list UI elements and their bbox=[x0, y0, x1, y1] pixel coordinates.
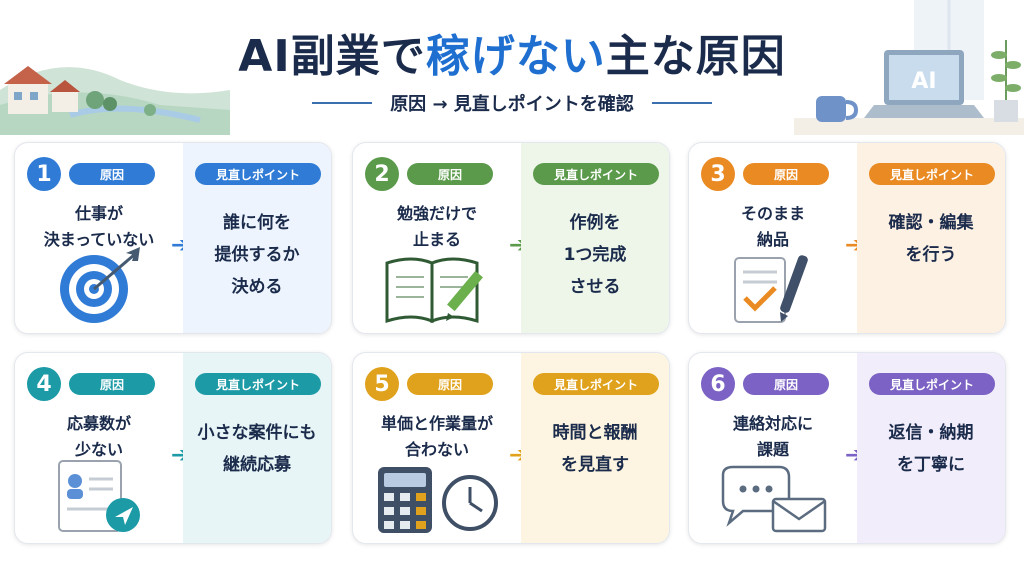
notebook-icon bbox=[353, 245, 521, 325]
card-number: 4 bbox=[27, 367, 61, 401]
solution-panel: 見直しポイント 作例を 1つ完成 させる bbox=[521, 143, 669, 333]
cause-label: 原因 bbox=[743, 373, 829, 395]
landscape-illustration bbox=[0, 66, 230, 135]
target-icon bbox=[15, 245, 183, 325]
card-number: 1 bbox=[27, 157, 61, 191]
solution-text: 返信・納期 を丁寧に bbox=[888, 423, 974, 475]
point-label: 見直しポイント bbox=[195, 373, 321, 395]
point-label: 見直しポイント bbox=[533, 163, 659, 185]
point-label: 見直しポイント bbox=[195, 163, 321, 185]
calculator-clock-icon bbox=[353, 455, 521, 535]
subtitle-row: 原因 → 見直しポイントを確認 bbox=[0, 90, 1024, 116]
cause-panel: 6 原因 連絡対応に 課題 bbox=[689, 353, 857, 543]
desk-illustration: AI bbox=[794, 0, 1024, 135]
card-number: 6 bbox=[701, 367, 735, 401]
cause-panel: 2 原因 勉強だけで 止まる bbox=[353, 143, 521, 333]
problem-text: 勉強だけで 止まる bbox=[396, 204, 477, 249]
cause-card: 2 原因 勉強だけで 止まる ➔ 見直しポイント 作例を 1つ完成 させる bbox=[352, 142, 670, 334]
card-number: 5 bbox=[365, 367, 399, 401]
point-label: 見直しポイント bbox=[869, 373, 995, 395]
cause-card: 4 原因 応募数が 少ない ➔ 見直しポイント 小さな案件にも 継続応募 bbox=[14, 352, 332, 544]
point-label: 見直しポイント bbox=[533, 373, 659, 395]
solution-panel: 見直しポイント 時間と報酬 を見直す bbox=[521, 353, 669, 543]
cause-panel: 3 原因 そのまま 納品 bbox=[689, 143, 857, 333]
solution-panel: 見直しポイント 誰に何を 提供するか 決める bbox=[183, 143, 331, 333]
subtitle: 原因 → 見直しポイントを確認 bbox=[390, 94, 634, 115]
divider-line bbox=[312, 102, 373, 104]
solution-text: 確認・編集 を行う bbox=[888, 213, 974, 265]
cause-card: 1 原因 仕事が 決まっていない ➔ 見直しポイント 誰に何を 提供するか 決め… bbox=[14, 142, 332, 334]
problem-text: そのまま 納品 bbox=[740, 204, 805, 249]
solution-text: 作例を 1つ完成 させる bbox=[563, 213, 627, 297]
card-number: 2 bbox=[365, 157, 399, 191]
cause-panel: 1 原因 仕事が 決まっていない bbox=[15, 143, 183, 333]
cause-card: 5 原因 単価と作業量が 合わない ➔ 見直しポイント bbox=[352, 352, 670, 544]
title-part-1: AI副業で bbox=[238, 31, 426, 82]
checklist-pen-icon bbox=[689, 245, 857, 325]
application-send-icon bbox=[15, 455, 183, 535]
problem-text: 連絡対応に 課題 bbox=[732, 414, 813, 459]
page-title: AI副業で稼げない主な原因 bbox=[0, 20, 1024, 84]
cause-label: 原因 bbox=[69, 373, 155, 395]
solution-text: 小さな案件にも 継続応募 bbox=[197, 423, 317, 475]
solution-text: 誰に何を 提供するか 決める bbox=[214, 213, 300, 297]
chat-mail-icon bbox=[689, 455, 857, 535]
cause-label: 原因 bbox=[407, 163, 493, 185]
solution-panel: 見直しポイント 返信・納期 を丁寧に bbox=[857, 353, 1005, 543]
header: AI AI副業で稼げない主な原因 原因 → 見直しポイントを確認 bbox=[0, 0, 1024, 135]
divider-line bbox=[651, 102, 712, 104]
problem-text: 仕事が 決まっていない bbox=[43, 204, 155, 249]
cause-label: 原因 bbox=[407, 373, 493, 395]
problem-text: 単価と作業量が 合わない bbox=[380, 414, 493, 459]
laptop-screen-label: AI bbox=[911, 69, 936, 94]
cause-panel: 4 原因 応募数が 少ない bbox=[15, 353, 183, 543]
point-label: 見直しポイント bbox=[869, 163, 995, 185]
title-part-2: 稼げない bbox=[425, 31, 606, 82]
title-part-3: 主な原因 bbox=[605, 31, 786, 82]
cause-label: 原因 bbox=[743, 163, 829, 185]
solution-text: 時間と報酬 を見直す bbox=[552, 423, 638, 475]
cause-card: 3 原因 そのまま 納品 ➔ 見直しポイント 確認・編集 を行う bbox=[688, 142, 1006, 334]
card-number: 3 bbox=[701, 157, 735, 191]
cause-panel: 5 原因 単価と作業量が 合わない bbox=[353, 353, 521, 543]
solution-panel: 見直しポイント 確認・編集 を行う bbox=[857, 143, 1005, 333]
cause-card: 6 原因 連絡対応に 課題 ➔ 見直しポイント 返信・納期 を丁寧に bbox=[688, 352, 1006, 544]
solution-panel: 見直しポイント 小さな案件にも 継続応募 bbox=[183, 353, 331, 543]
cause-label: 原因 bbox=[69, 163, 155, 185]
problem-text: 応募数が 少ない bbox=[66, 414, 131, 459]
